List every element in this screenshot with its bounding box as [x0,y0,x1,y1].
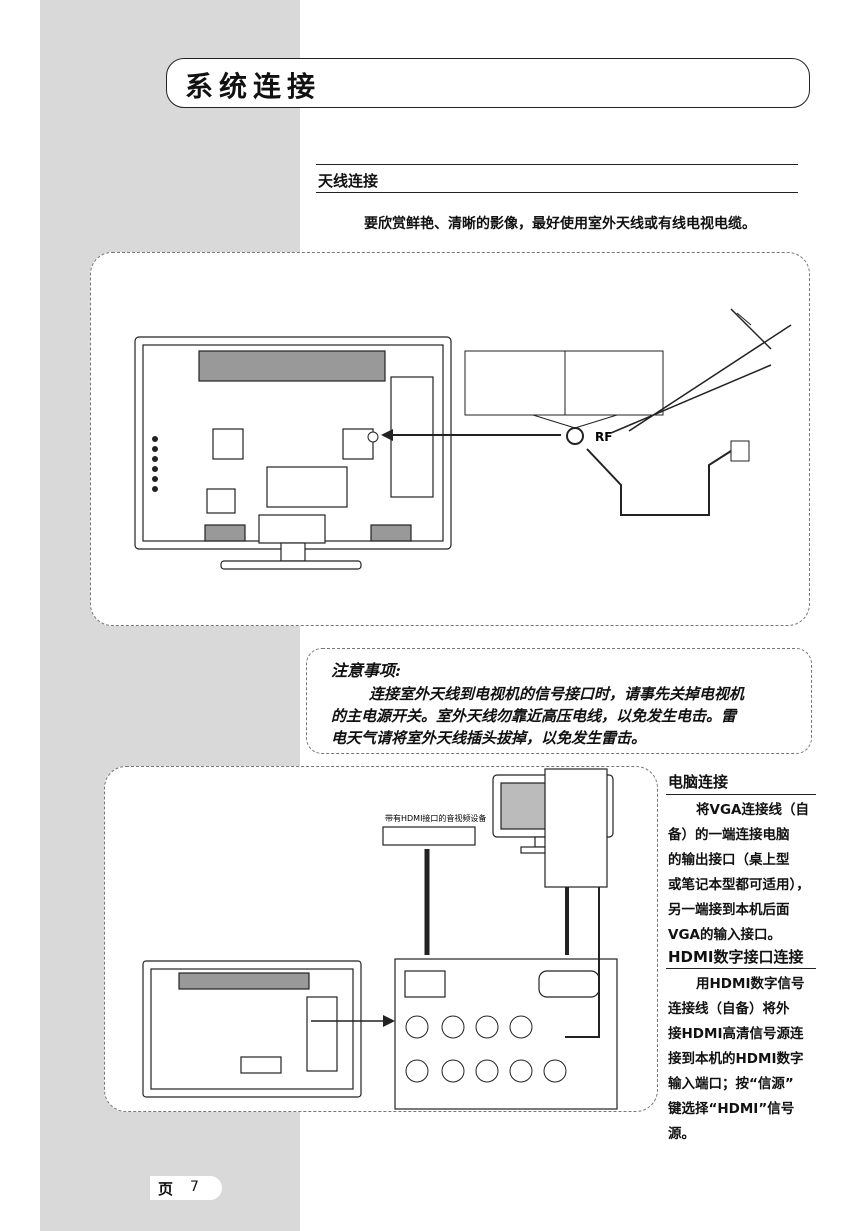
hdmi-device-label: 带有HDMI接口的音视频设备 [385,813,486,823]
hdmi-line: 连接线（自备）将外 [668,1001,790,1017]
pc-description: 将VGA连接线（自 备）的一端连接电脑 的输出接口（桌上型 或笔记本型都可适用）… [668,798,818,948]
antenna-heading: 天线连接 [318,172,379,190]
section-rule [316,164,798,165]
section-rule [316,192,798,193]
hdmi-line: 接到本机的HDMI数字 [668,1051,804,1067]
pc-line: 或笔记本型都可适用）， [668,877,810,893]
hdmi-line: 源。 [668,1126,695,1142]
pc-heading: 电脑连接 [668,773,729,791]
pc-hdmi-diagram: 带有HDMI接口的音视频设备 [142,768,618,1110]
hdmi-line: 用HDMI数字信号 [696,976,805,992]
section-rule [666,794,816,795]
note-line: 电天气请将室外天线插头拔掉，以免发生雷击。 [331,729,647,747]
pc-line: 将VGA连接线（自 [696,802,809,818]
page-number: 7 [190,1179,199,1195]
page-label: 页 [158,1180,174,1198]
note-line: 的主电源开关。室外天线勿靠近高压电线，以免发生电击。雷 [331,707,737,725]
pc-hdmi-diagram-box: 带有HDMI接口的音视频设备 [104,766,658,1112]
hdmi-line: 输入端口；按“信源” [668,1076,794,1092]
note-line: 连接室外天线到电视机的信号接口时，请事先关掉电视机 [369,685,745,703]
pc-line: 另一端接到本机后面 [668,902,790,918]
antenna-intro: 要欣赏鲜艳、清晰的影像，最好使用室外天线或有线电视电缆。 [364,216,756,232]
antenna-diagram-box: RF [90,252,810,626]
page-title: 系统连接 [185,70,322,103]
hdmi-description: 用HDMI数字信号 连接线（自备）将外 接HDMI高清信号源连 接到本机的HDM… [668,972,818,1147]
section-rule [666,968,816,969]
note-box: 注意事项: 连接室外天线到电视机的信号接口时，请事先关掉电视机 的主电源开关。室… [306,648,812,754]
pc-line: 备）的一端连接电脑 [668,827,790,843]
hdmi-heading: HDMI数字接口连接 [668,948,804,966]
antenna-diagram: RF [134,308,792,570]
note-title: 注意事项: [331,661,401,680]
hdmi-line: 接HDMI高清信号源连 [668,1026,804,1042]
title-frame: 系统连接 [166,58,810,108]
side-buttons [152,436,158,492]
page-number-pill [150,1176,222,1200]
pc-line: 的输出接口（桌上型 [668,852,790,868]
rf-label: RF [595,430,612,444]
hdmi-line: 键选择“HDMI”信号 [668,1101,795,1117]
pc-line: VGA的输入接口。 [668,927,781,943]
